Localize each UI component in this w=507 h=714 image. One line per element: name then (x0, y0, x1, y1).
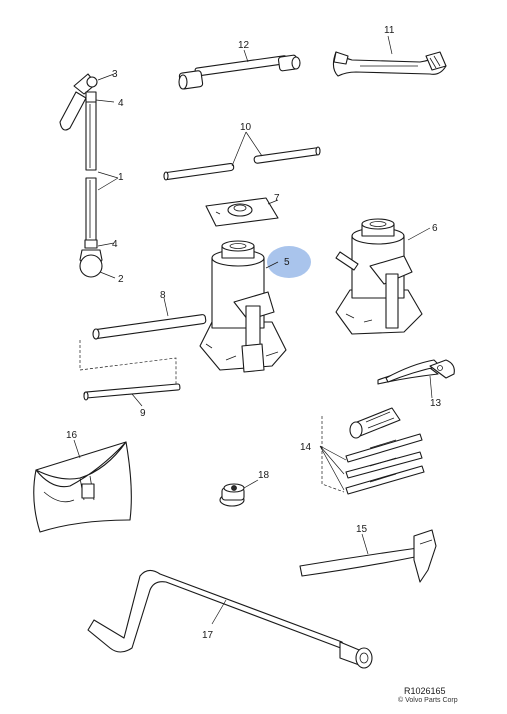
jack-handle-8 (92, 314, 207, 340)
callout-16: 16 (66, 430, 78, 441)
callout-14: 14 (300, 442, 312, 453)
callout-18: 18 (258, 470, 270, 481)
callout-6: 6 (432, 223, 438, 234)
callout-11: 11 (384, 25, 395, 36)
highlight-marker (267, 246, 311, 278)
callout-8: 8 (160, 290, 166, 301)
callout-4: 4 (118, 98, 124, 109)
callout-12: 12 (238, 40, 250, 51)
callout-1: 1 (118, 172, 124, 183)
reference-number: R1026165 (404, 686, 446, 696)
wheel-brace-17 (87, 569, 373, 669)
jack-handle-9 (83, 383, 181, 401)
callout-9: 9 (140, 408, 146, 419)
adjustable-wrench-11 (332, 51, 447, 77)
callout-13: 13 (430, 398, 442, 409)
rods-10 (163, 146, 321, 181)
box-spanner-12 (178, 54, 301, 90)
plug-18 (219, 483, 245, 507)
bottle-jack-6 (335, 218, 423, 335)
hammer-15 (299, 529, 437, 583)
copyright-notice: © Volvo Parts Corp (398, 697, 458, 704)
screwdriver-set-14 (321, 407, 425, 495)
callout-3: 3 (112, 69, 118, 80)
jack-plate-7 (205, 197, 279, 227)
callout-labels: 1 2 3 4 4 5 6 7 8 9 10 11 12 13 14 15 16… (66, 25, 442, 641)
callout-15: 15 (356, 524, 368, 535)
callout-17: 17 (202, 630, 214, 641)
pliers-13 (377, 359, 455, 385)
callout-10: 10 (240, 122, 252, 133)
tool-bag-16 (33, 441, 132, 533)
extension-handle-1 (59, 73, 103, 278)
callout-7: 7 (274, 193, 280, 204)
callout-4-lower: 4 (112, 239, 118, 250)
callout-2: 2 (118, 274, 124, 285)
callout-5: 5 (284, 257, 290, 268)
bottle-jack-5 (199, 240, 287, 373)
